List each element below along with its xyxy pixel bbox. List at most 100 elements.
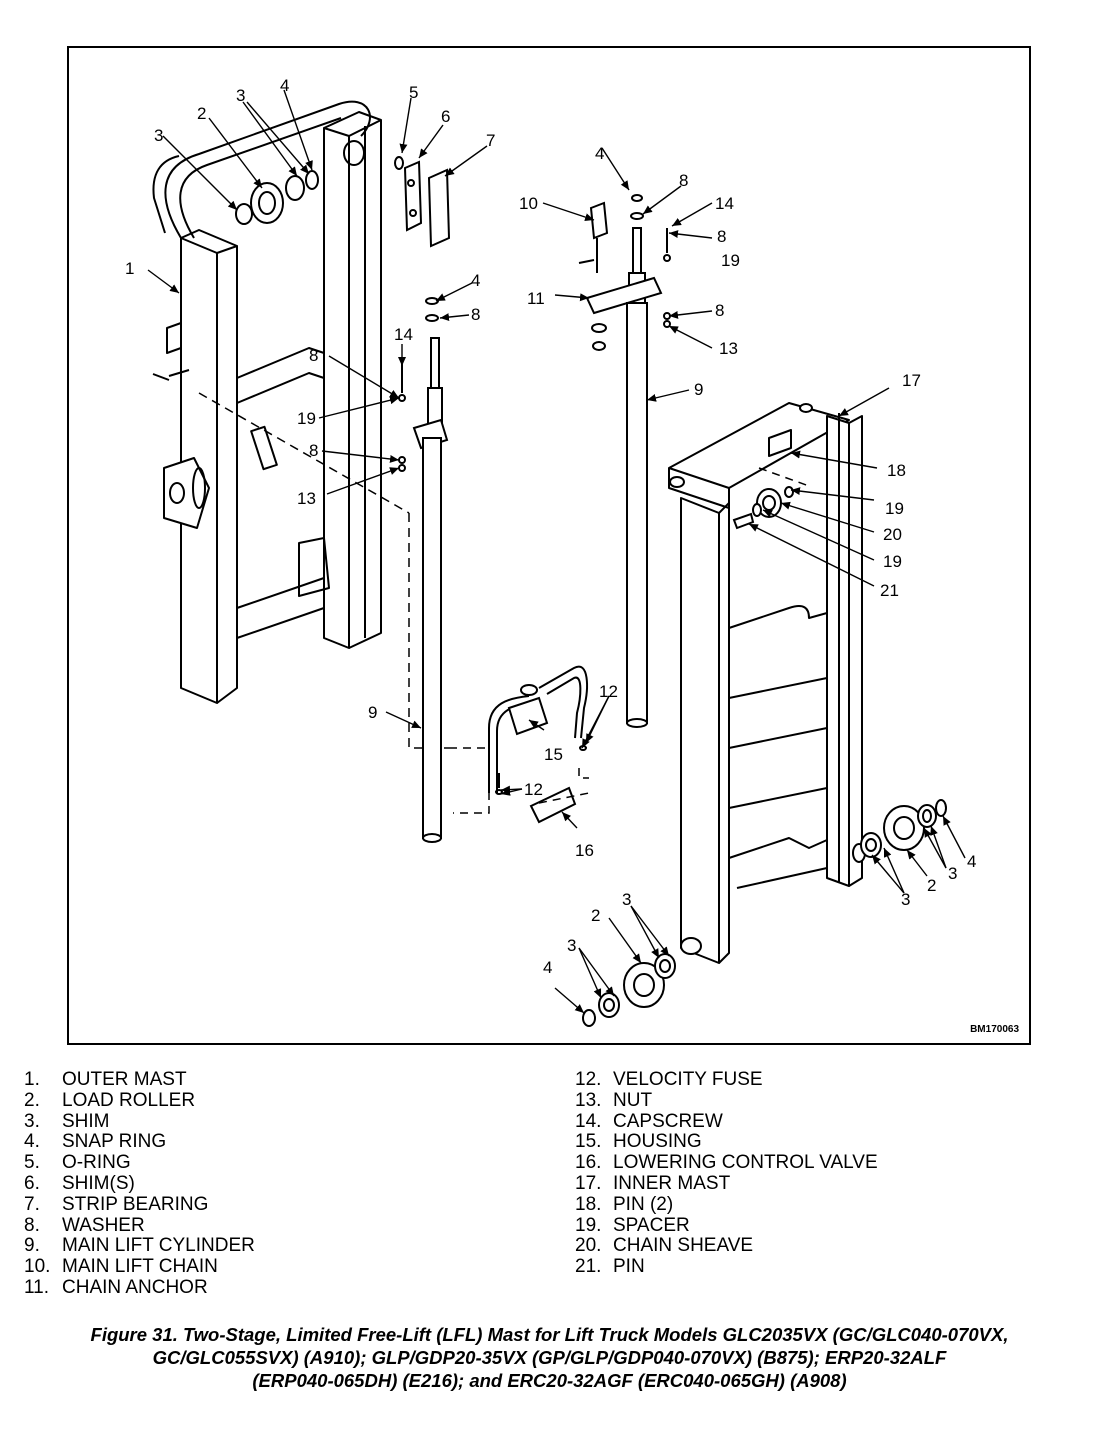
callout-8: 8 <box>471 305 480 324</box>
drawing-id: BM170063 <box>970 1024 1019 1035</box>
figure-caption: Figure 31. Two-Stage, Limited Free-Lift … <box>0 1323 1099 1392</box>
legend-item: 2. LOAD ROLLER <box>24 1089 255 1112</box>
callout-8: 8 <box>309 346 318 365</box>
legend-label: NUT <box>613 1089 653 1111</box>
callout-13: 13 <box>297 489 316 508</box>
legend-label: O-RING <box>62 1152 131 1174</box>
callout-8: 8 <box>717 227 726 246</box>
legend-item: 16. LOWERING CONTROL VALVE <box>575 1152 878 1174</box>
legend-label: SNAP RING <box>62 1131 167 1153</box>
legend-label: LOWERING CONTROL VALVE <box>613 1152 878 1174</box>
legend-label: WASHER <box>62 1214 145 1236</box>
legend-number: 17. <box>575 1172 602 1194</box>
callout-19: 19 <box>297 409 316 428</box>
legend-label: LOAD ROLLER <box>62 1089 196 1111</box>
callout-2: 2 <box>197 104 206 123</box>
legend-item: 20. CHAIN SHEAVE <box>575 1236 878 1257</box>
legend-item: 17. INNER MAST <box>575 1172 878 1195</box>
callout-14: 14 <box>715 194 734 213</box>
callout-12: 12 <box>599 682 618 701</box>
legend-label: PIN (2) <box>613 1193 674 1215</box>
legend-number: 20. <box>575 1235 602 1257</box>
legend-number: 10. <box>24 1256 51 1278</box>
legend-number: 21. <box>575 1256 602 1278</box>
legend-item: 6.SHIM(S) <box>24 1172 255 1195</box>
right-lift-cylinder <box>585 194 671 728</box>
legend-number: 1. <box>24 1069 40 1090</box>
legend-item: 18. PIN (2) <box>575 1193 878 1216</box>
callout-9: 9 <box>368 703 377 722</box>
legend-item: 3.SHIM <box>24 1110 255 1133</box>
caption-line: GC/GLC055SVX) (A910); GLP/GDP20-35VX (GP… <box>152 1347 947 1368</box>
legend-item: 5. O-RING <box>24 1152 255 1174</box>
callout-12: 12 <box>524 780 543 799</box>
callout-3: 3 <box>236 86 245 105</box>
callout-19: 19 <box>883 552 902 571</box>
bottom-roller-parts <box>582 799 947 1027</box>
caption-line: (ERP040-065DH) (E216); and ERC20-32AGF (… <box>252 1370 847 1391</box>
hydraulic-lines <box>449 665 590 824</box>
legend-item: 15. HOUSING <box>575 1132 878 1153</box>
legend-number: 2. <box>24 1089 40 1111</box>
legend-item: 13.NUT <box>575 1089 878 1112</box>
callout-16: 16 <box>575 841 594 860</box>
legend-label: CAPSCREW <box>613 1110 723 1132</box>
legend-label: SPACER <box>613 1214 690 1236</box>
callout-9: 9 <box>694 380 703 399</box>
legend-number: 15. <box>575 1131 602 1153</box>
callout-7: 7 <box>486 131 495 150</box>
caption-line: Figure 31. Two-Stage, Limited Free-Lift … <box>90 1324 1009 1345</box>
callout-21: 21 <box>880 581 899 600</box>
legend-number: 7. <box>24 1193 40 1215</box>
legend-number: 3. <box>24 1110 40 1132</box>
mast-exploded-diagram: 1 2 3 3 4 5 6 7 4 8 14 8 19 8 13 4 8 10 … <box>125 76 976 1027</box>
legend-label: MAIN LIFT CYLINDER <box>62 1235 255 1257</box>
legend-label: INNER MAST <box>613 1172 731 1194</box>
callout-3: 3 <box>622 890 631 909</box>
callout-18: 18 <box>887 461 906 480</box>
legend-number: 16. <box>575 1152 602 1174</box>
callout-14: 14 <box>394 325 413 344</box>
callout-3: 3 <box>948 864 957 883</box>
legend-label: CHAIN SHEAVE <box>613 1235 754 1257</box>
legend-label: STRIP BEARING <box>62 1193 209 1215</box>
legend-label: PIN <box>613 1256 645 1278</box>
legend-item: 8. WASHER <box>24 1214 255 1237</box>
callout-4: 4 <box>543 958 552 977</box>
legend-item: 7. STRIP BEARING <box>24 1193 255 1216</box>
legend-label: SHIM(S) <box>62 1172 135 1194</box>
legend-number: 12. <box>575 1069 602 1090</box>
misc-hardware <box>152 259 595 381</box>
callout-19: 19 <box>721 251 740 270</box>
callout-4: 4 <box>595 144 604 163</box>
legend-item: 4.SNAP RING <box>24 1132 255 1153</box>
callout-5: 5 <box>409 83 418 102</box>
callout-1: 1 <box>125 259 134 278</box>
legend-number: 14. <box>575 1110 602 1132</box>
chain-sheave-parts <box>732 486 794 530</box>
callout-10: 10 <box>519 194 538 213</box>
inner-mast-drawing <box>668 402 866 964</box>
callout-3: 3 <box>567 936 576 955</box>
callout-20: 20 <box>883 525 902 544</box>
left-lift-cylinder <box>398 297 449 843</box>
leader-lines <box>147 89 966 1014</box>
callout-15: 15 <box>544 745 563 764</box>
legend-number: 9. <box>24 1235 40 1257</box>
callout-4: 4 <box>280 76 289 95</box>
callout-2: 2 <box>927 876 936 895</box>
callout-6: 6 <box>441 107 450 126</box>
legend-number: 5. <box>24 1152 40 1174</box>
legend-number: 18. <box>575 1193 602 1215</box>
callout-4: 4 <box>967 852 976 871</box>
callout-3: 3 <box>154 126 163 145</box>
legend-item: 12.VELOCITY FUSE <box>575 1069 878 1091</box>
callout-2: 2 <box>591 906 600 925</box>
legend-item: 9. MAIN LIFT CYLINDER <box>24 1236 255 1257</box>
legend-number: 8. <box>24 1214 40 1236</box>
legend-number: 19. <box>575 1214 602 1236</box>
legend-label: HOUSING <box>613 1131 702 1153</box>
legend-item: 19. SPACER <box>575 1214 878 1237</box>
strip-bearing-parts <box>394 156 451 248</box>
callout-3: 3 <box>901 890 910 909</box>
